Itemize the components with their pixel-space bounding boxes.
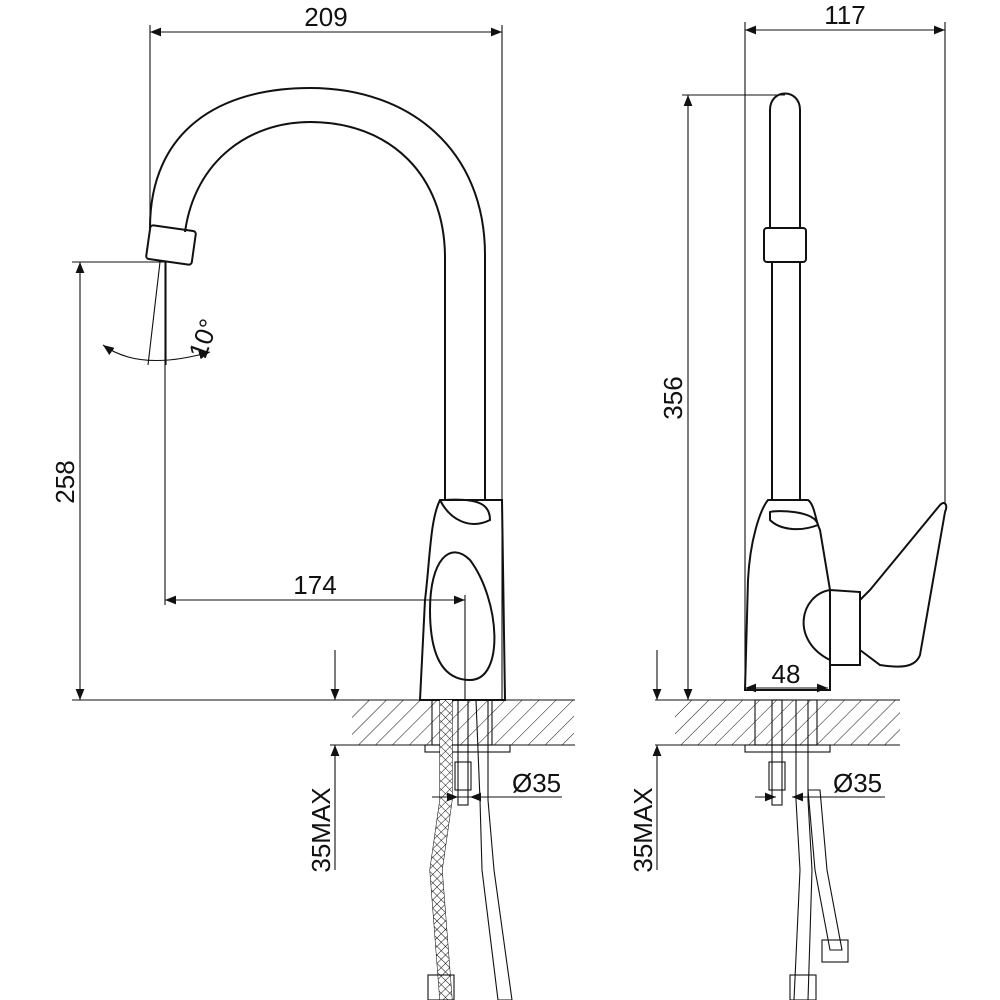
angle-arc <box>102 344 211 362</box>
threaded-stud <box>771 699 783 806</box>
hose-front <box>793 699 813 1000</box>
counter-thickness-dimension: 35MAX <box>628 787 658 872</box>
front-aerator <box>145 224 197 266</box>
countertop <box>675 700 900 745</box>
side-view: 117 356 48 Ø35 35MAX <box>628 0 948 1000</box>
countertop <box>352 700 574 745</box>
angle-label: 10° <box>182 315 224 362</box>
hose-fitting <box>427 974 455 1000</box>
height-dimension: 356 <box>658 376 688 419</box>
nut <box>768 761 786 791</box>
spray-angle-lines <box>147 261 167 366</box>
reach-dimension: 174 <box>293 570 336 600</box>
counter-thickness-dimension: 35MAX <box>306 787 336 872</box>
front-spout <box>149 86 486 500</box>
width-dimension: 209 <box>304 2 347 32</box>
side-spout <box>769 92 801 500</box>
base-dimension: 48 <box>772 659 801 689</box>
threaded-stud <box>457 699 469 806</box>
nut <box>454 761 472 791</box>
hose-back <box>807 789 843 951</box>
washer <box>744 744 831 753</box>
height-dimension: 258 <box>50 460 80 503</box>
hole-dimension: Ø35 <box>833 768 882 798</box>
side-aerator <box>763 227 807 263</box>
width-dimension: 117 <box>824 0 865 30</box>
hose-right <box>475 699 513 1000</box>
front-view: 10° 209 258 174 Ø35 35MAX <box>50 2 575 1000</box>
hose-fitting <box>821 939 849 963</box>
hole-dimension: Ø35 <box>512 768 561 798</box>
hose-fitting <box>789 974 817 1000</box>
